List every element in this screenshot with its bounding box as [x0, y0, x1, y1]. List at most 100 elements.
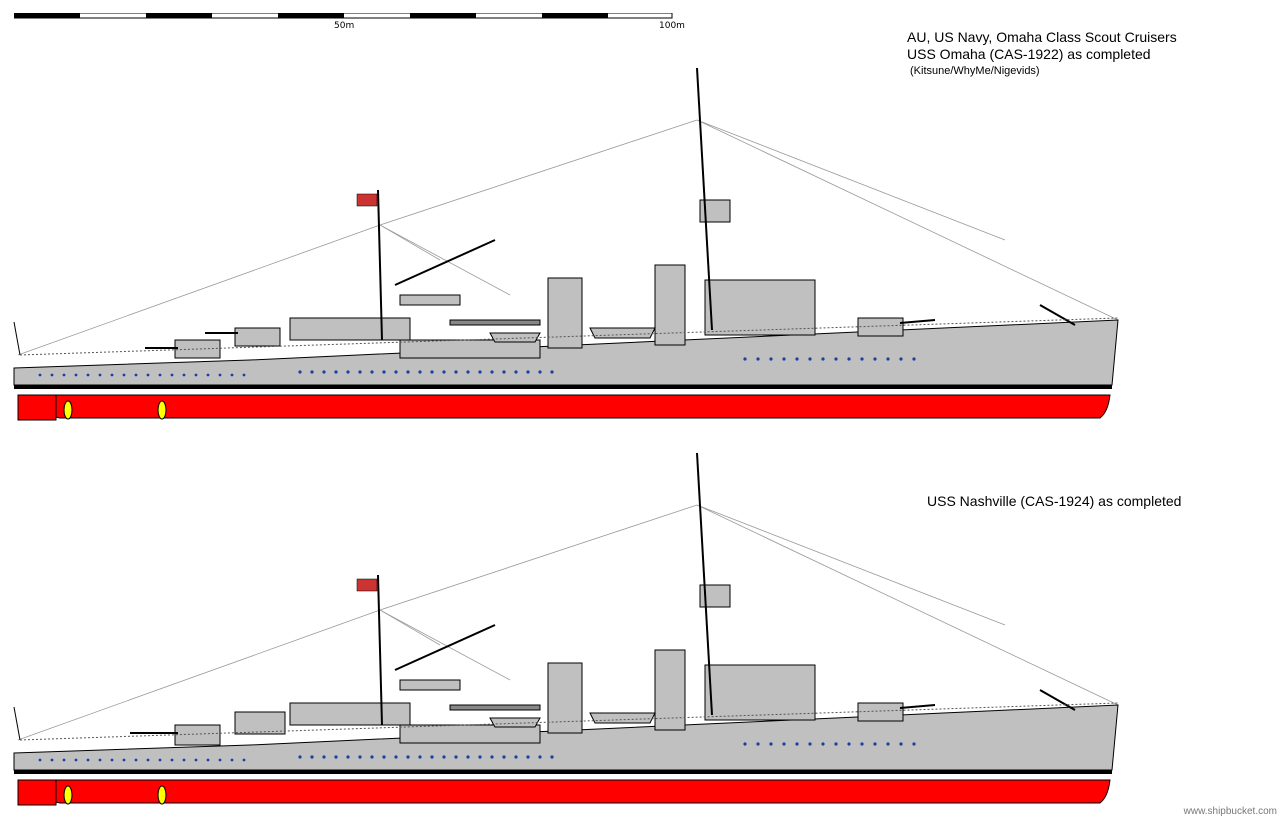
porthole [550, 370, 554, 374]
porthole [808, 357, 812, 361]
aft-superstructure [289, 317, 411, 341]
gun-barrel [899, 704, 936, 709]
porthole [146, 758, 150, 762]
porthole [478, 370, 482, 374]
rigging-line [696, 504, 1006, 626]
ship-drawing-nashville [13, 452, 1119, 806]
porthole [834, 742, 838, 746]
crane [394, 239, 496, 286]
porthole [912, 357, 916, 361]
porthole [808, 742, 812, 746]
flag [356, 193, 378, 207]
porthole [170, 373, 174, 377]
catapult [449, 704, 541, 711]
foremast [696, 452, 713, 716]
bow-gun [1039, 689, 1076, 711]
porthole [526, 755, 530, 759]
porthole [110, 373, 114, 377]
flag [356, 578, 378, 592]
boat [589, 712, 656, 724]
rigging-line [379, 609, 441, 646]
porthole [821, 357, 825, 361]
porthole [370, 755, 374, 759]
gun-turret-aft-2 [234, 327, 281, 347]
porthole [490, 755, 494, 759]
porthole [358, 755, 362, 759]
porthole [743, 357, 747, 361]
scale-label-100m: 100m [659, 21, 685, 31]
porthole [50, 373, 54, 377]
mainmast [377, 574, 383, 726]
seaplane [399, 294, 461, 306]
porthole [122, 373, 126, 377]
porthole [538, 370, 542, 374]
rigging-line [379, 224, 441, 261]
porthole [514, 755, 518, 759]
class-title: AU, US Navy, Omaha Class Scout Cruisers [907, 29, 1177, 45]
boot-topping [14, 770, 1112, 774]
porthole [430, 370, 434, 374]
porthole [769, 357, 773, 361]
rigging-line [17, 224, 381, 356]
foremast [696, 67, 713, 331]
rigging-line [17, 609, 381, 741]
porthole [782, 357, 786, 361]
porthole [847, 357, 851, 361]
porthole [860, 357, 864, 361]
porthole [886, 357, 890, 361]
rigging-line [379, 609, 511, 681]
stern-rudder [17, 779, 57, 806]
porthole [242, 758, 246, 762]
deck-rail [19, 702, 1119, 741]
porthole [346, 370, 350, 374]
catapult [449, 319, 541, 326]
porthole [873, 357, 877, 361]
porthole [860, 742, 864, 746]
main-hull [13, 319, 1119, 386]
porthole [821, 742, 825, 746]
porthole [873, 742, 877, 746]
midship-deckhouse [399, 724, 541, 744]
porthole [334, 370, 338, 374]
ship-title-omaha: USS Omaha (CAS-1922) as completed [907, 46, 1151, 62]
porthole [146, 373, 150, 377]
author-credit: (Kitsune/WhyMe/Nigevids) [910, 65, 1040, 77]
rigging-line [696, 119, 1006, 241]
gun-casemate-aft-2 [234, 711, 286, 735]
porthole [50, 758, 54, 762]
bridge [704, 664, 816, 721]
porthole [74, 373, 78, 377]
porthole [310, 755, 314, 759]
porthole [466, 755, 470, 759]
porthole [466, 370, 470, 374]
porthole [86, 373, 90, 377]
boat [589, 327, 656, 339]
porthole [62, 373, 66, 377]
porthole [334, 755, 338, 759]
porthole [218, 373, 222, 377]
porthole [358, 370, 362, 374]
porthole [442, 755, 446, 759]
porthole [62, 758, 66, 762]
porthole [442, 370, 446, 374]
propeller [157, 785, 167, 805]
porthole [406, 370, 410, 374]
porthole [912, 742, 916, 746]
porthole [194, 373, 198, 377]
ensign-staff [13, 321, 21, 356]
porthole [298, 370, 302, 374]
porthole [134, 373, 138, 377]
propeller [63, 400, 73, 420]
watermark: www.shipbucket.com [1183, 806, 1277, 817]
porthole [795, 357, 799, 361]
porthole [899, 357, 903, 361]
porthole [98, 758, 102, 762]
porthole [454, 370, 458, 374]
porthole [394, 755, 398, 759]
porthole [406, 755, 410, 759]
boot-topping [14, 385, 1112, 389]
porthole [206, 758, 210, 762]
porthole [756, 357, 760, 361]
rigging-line [696, 504, 1119, 706]
porthole [158, 373, 162, 377]
